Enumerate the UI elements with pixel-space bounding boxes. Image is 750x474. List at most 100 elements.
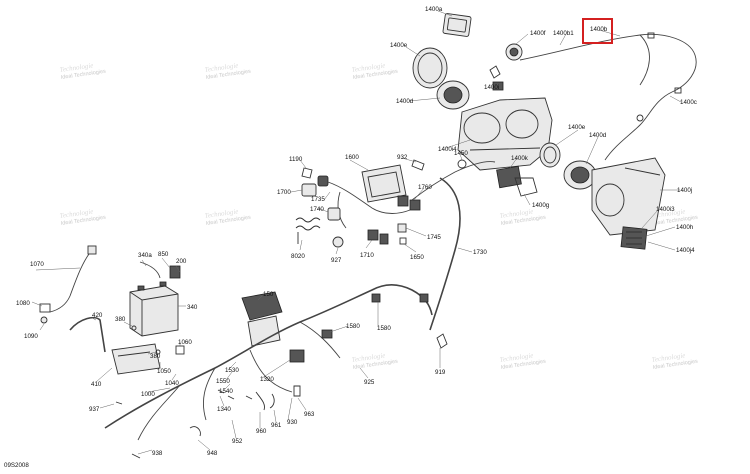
label-1530[interactable]: 1530 <box>225 367 239 374</box>
label-150[interactable]: 150 <box>263 291 274 298</box>
label-1400a[interactable]: 1400a <box>425 6 443 13</box>
part-1760-connectors[interactable] <box>397 195 421 211</box>
part-1400g-bracket[interactable] <box>514 177 538 197</box>
part-1060-relay[interactable] <box>175 345 185 355</box>
label-1400j[interactable]: 1400j <box>677 187 692 194</box>
label-1400j4[interactable]: 1400j4 <box>676 247 695 254</box>
dashboard-bezel[interactable] <box>457 97 553 171</box>
label-1400h[interactable]: 1400h <box>676 224 694 231</box>
part-1740-relay[interactable] <box>327 207 341 221</box>
label-1060[interactable]: 1060 <box>178 339 192 346</box>
part-1400k-block[interactable] <box>496 165 522 189</box>
label-925[interactable]: 925 <box>364 379 375 386</box>
label-380-lower[interactable]: 380 <box>150 353 161 360</box>
part-1080-cable-end[interactable] <box>39 303 51 313</box>
label-960[interactable]: 960 <box>256 428 267 435</box>
label-380[interactable]: 380 <box>115 316 126 323</box>
label-963[interactable]: 963 <box>304 411 315 418</box>
label-1400b[interactable]: 1400b <box>590 26 608 33</box>
label-1050[interactable]: 1050 <box>157 368 171 375</box>
label-919[interactable]: 919 <box>435 369 446 376</box>
label-340[interactable]: 340 <box>187 304 198 311</box>
label-1730[interactable]: 1730 <box>473 249 487 256</box>
part-1320-connector[interactable] <box>289 349 305 363</box>
label-952[interactable]: 952 <box>232 438 243 445</box>
part-1400d-gauge-mid[interactable] <box>563 160 597 190</box>
part-200-terminal[interactable] <box>169 265 181 279</box>
label-1090[interactable]: 1090 <box>24 333 38 340</box>
label-420[interactable]: 420 <box>92 312 103 319</box>
label-1735[interactable]: 1735 <box>311 196 325 203</box>
label-1400k[interactable]: 1400k <box>511 155 529 162</box>
part-1400e-ring-top[interactable] <box>412 47 448 89</box>
label-1710[interactable]: 1710 <box>360 252 374 259</box>
label-1745[interactable]: 1745 <box>427 234 441 241</box>
label-961[interactable]: 961 <box>271 422 282 429</box>
part-1600-display-module[interactable] <box>361 164 407 203</box>
part-1190-clip[interactable] <box>301 167 313 179</box>
label-1550[interactable]: 1550 <box>216 378 230 385</box>
label-948[interactable]: 948 <box>207 450 218 457</box>
part-8020-coil[interactable] <box>295 217 321 244</box>
label-1600[interactable]: 1600 <box>345 154 359 161</box>
label-1400g[interactable]: 1400g <box>532 202 550 209</box>
part-340a-cable[interactable] <box>139 261 161 279</box>
label-1740[interactable]: 1740 <box>310 206 324 213</box>
label-1400c[interactable]: 1400c <box>680 99 697 106</box>
label-340a[interactable]: 340a <box>138 252 152 259</box>
label-1700[interactable]: 1700 <box>277 189 291 196</box>
label-410[interactable]: 410 <box>91 381 102 388</box>
label-1070[interactable]: 1070 <box>30 261 44 268</box>
part-1400c-harness[interactable] <box>519 32 697 161</box>
part-919-clip[interactable] <box>436 333 448 349</box>
label-927[interactable]: 927 <box>331 257 342 264</box>
part-1400i-connector[interactable] <box>489 65 504 91</box>
label-1320[interactable]: 1320 <box>260 376 274 383</box>
part-420-strap[interactable] <box>69 316 106 353</box>
label-200[interactable]: 200 <box>176 258 187 265</box>
part-small-fasteners[interactable] <box>115 385 301 459</box>
label-1040[interactable]: 1040 <box>165 380 179 387</box>
label-1400i3[interactable]: 1400i3 <box>656 206 675 213</box>
label-1760[interactable]: 1760 <box>418 184 432 191</box>
part-1450-grommet[interactable] <box>457 159 467 169</box>
label-1000[interactable]: 1000 <box>141 391 155 398</box>
label-1650[interactable]: 1650 <box>410 254 424 261</box>
part-1650-fitting[interactable] <box>399 237 407 245</box>
label-932[interactable]: 932 <box>397 154 408 161</box>
label-1400f[interactable]: 1400f <box>530 30 546 37</box>
part-1400d-gauge-top[interactable] <box>436 80 470 110</box>
label-937[interactable]: 937 <box>89 406 100 413</box>
part-340-battery[interactable] <box>129 281 179 337</box>
label-850[interactable]: 850 <box>158 251 169 258</box>
part-1710-connector[interactable] <box>367 229 389 245</box>
part-927-sensor[interactable] <box>332 236 344 248</box>
label-938[interactable]: 938 <box>152 450 163 457</box>
label-1400e[interactable]: 1400e <box>390 42 408 49</box>
part-1730-main-cable[interactable] <box>411 161 496 331</box>
label-1400i4[interactable]: 1400i4 <box>438 146 457 153</box>
label-1400e-mid[interactable]: 1400e <box>568 124 586 131</box>
label-930[interactable]: 930 <box>287 419 298 426</box>
part-1090-terminal[interactable] <box>40 316 48 324</box>
part-1400h-connector-block[interactable] <box>620 226 648 250</box>
label-1580[interactable]: 1580 <box>346 323 360 330</box>
part-932-fitting[interactable] <box>411 159 425 171</box>
part-1400f-knob[interactable] <box>505 43 523 61</box>
label-1400d[interactable]: 1400d <box>396 98 414 105</box>
part-1700-switch[interactable] <box>301 175 329 197</box>
label-1080[interactable]: 1080 <box>16 300 30 307</box>
label-8020[interactable]: 8020 <box>291 253 305 260</box>
part-1070-cable[interactable] <box>49 245 97 313</box>
part-1400a-module[interactable] <box>442 13 472 37</box>
part-1580-harness-connectors[interactable] <box>321 293 429 339</box>
label-1540[interactable]: 1540 <box>219 388 233 395</box>
part-1400j-housing[interactable] <box>591 157 666 236</box>
label-1450[interactable]: 1450 <box>454 150 468 157</box>
label-1400i[interactable]: 1400i <box>484 84 499 91</box>
label-1580-lower[interactable]: 1580 <box>377 325 391 332</box>
part-150-fuse-box[interactable] <box>241 291 283 347</box>
part-1745-plug[interactable] <box>397 223 407 233</box>
label-1400d-mid[interactable]: 1400d <box>589 132 607 139</box>
label-1190[interactable]: 1190 <box>289 156 303 163</box>
